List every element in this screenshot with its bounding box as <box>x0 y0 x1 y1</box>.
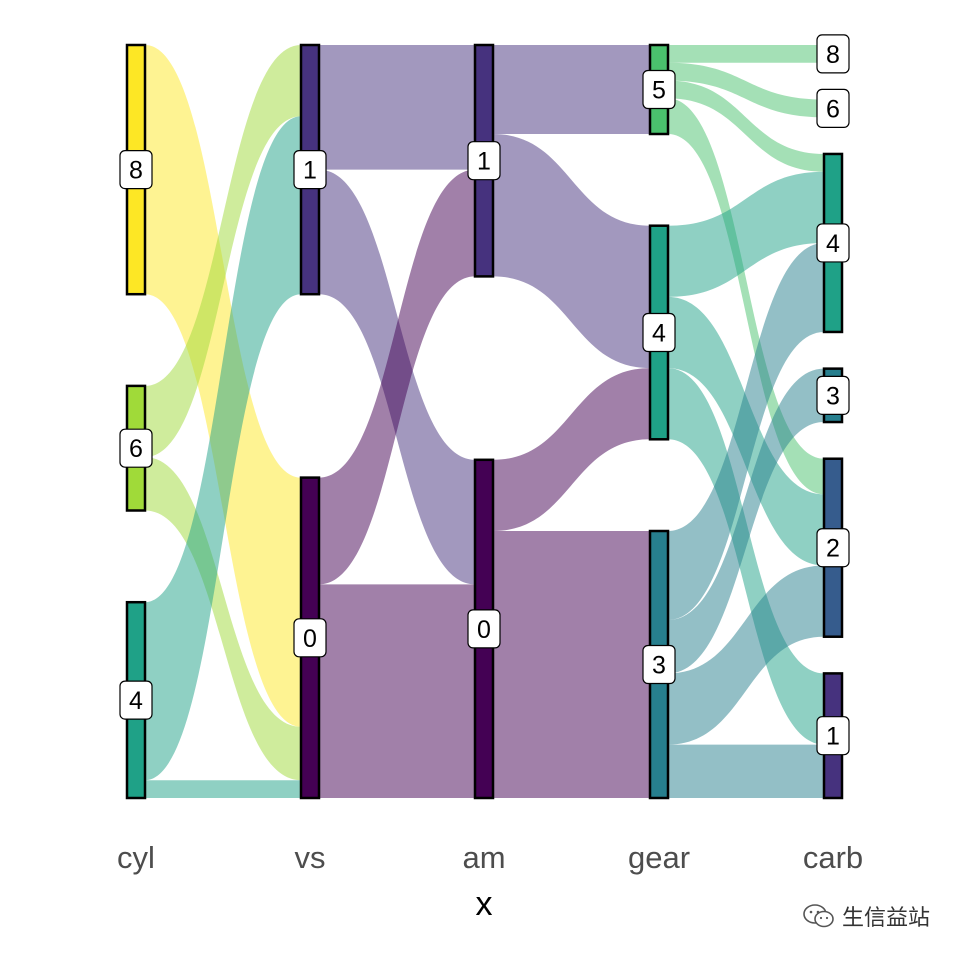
node-label-text: 1 <box>826 723 840 751</box>
flow-gear-4-to-carb-4 <box>668 171 824 297</box>
axis-label-am: am <box>462 840 505 875</box>
flow-gear-3-to-carb-4 <box>668 242 824 620</box>
node-label-vs-1: 1 <box>293 150 327 190</box>
axis-layer: cyl vs am gear carb x <box>117 840 863 923</box>
node-label-box <box>642 644 676 685</box>
node-label-gear-5: 5 <box>642 69 676 110</box>
node-label-box <box>467 609 501 649</box>
node-label-carb-8: 8 <box>816 34 850 74</box>
x-axis-title: x <box>476 885 493 923</box>
node-label-box <box>816 716 850 756</box>
flow-am-0-to-gear-3 <box>493 531 650 798</box>
flow-gear-5-to-carb-4 <box>668 80 824 172</box>
node-label-text: 3 <box>652 652 666 680</box>
node-label-text: 4 <box>129 687 143 715</box>
node-label-box <box>816 528 850 568</box>
node-label-cyl-4: 4 <box>119 680 153 720</box>
node-label-text: 2 <box>826 535 840 563</box>
node-label-text: 0 <box>303 625 317 653</box>
node-label-text: 3 <box>826 382 840 410</box>
node-label-box <box>642 69 676 110</box>
watermark-text: 生信益站 <box>841 905 930 930</box>
flow-vs-0-to-am-1 <box>319 169 475 585</box>
node-label-box <box>816 88 850 128</box>
node-label-am-0: 0 <box>467 609 501 649</box>
node-label-box <box>816 34 850 74</box>
node-label-box <box>642 312 676 353</box>
flow-cyl-6-to-vs-0 <box>145 457 301 781</box>
node-labels-layer: 8 6 4 1 0 1 0 5 4 3 8 6 4 3 2 1 <box>119 34 850 756</box>
node-label-box <box>119 680 153 720</box>
flow-cyl-6-to-vs-1 <box>145 45 301 458</box>
node-label-text: 1 <box>303 157 317 185</box>
flow-cyl-4-to-vs-1 <box>145 116 301 781</box>
node-label-box <box>816 223 850 263</box>
node-label-box <box>119 150 153 190</box>
node-label-carb-1: 1 <box>816 716 850 756</box>
node-label-text: 8 <box>826 41 840 69</box>
flow-am-0-to-gear-4 <box>493 368 650 531</box>
axis-label-cyl: cyl <box>117 840 155 875</box>
flow-am-1-to-gear-5 <box>493 45 650 134</box>
node-label-text: 4 <box>826 230 840 258</box>
flow-vs-1-to-am-1 <box>319 45 475 170</box>
node-label-text: 1 <box>477 148 491 176</box>
node-label-text: 4 <box>652 320 666 348</box>
node-label-gear-3: 3 <box>642 644 676 685</box>
axis-label-gear: gear <box>628 840 690 875</box>
flow-gear-3-to-carb-1 <box>668 744 824 798</box>
node-label-am-1: 1 <box>467 141 501 181</box>
node-label-gear-4: 4 <box>642 312 676 353</box>
node-label-cyl-6: 6 <box>119 428 153 468</box>
flow-vs-0-to-am-0 <box>319 584 475 798</box>
node-label-box <box>119 428 153 468</box>
node-label-vs-0: 0 <box>293 618 327 658</box>
node-label-text: 8 <box>129 157 143 185</box>
node-label-text: 0 <box>477 616 491 644</box>
node-label-text: 5 <box>652 77 666 105</box>
node-label-box <box>816 375 850 415</box>
flow-gear-5-to-carb-8 <box>668 45 824 63</box>
flow-gear-3-to-carb-3 <box>668 368 824 674</box>
axis-label-vs: vs <box>295 840 326 875</box>
node-label-box <box>293 150 327 190</box>
node-label-carb-3: 3 <box>816 375 850 415</box>
wechat-icon <box>803 904 834 928</box>
node-label-carb-2: 2 <box>816 528 850 568</box>
flow-gear-5-to-carb-2 <box>668 98 824 495</box>
flow-gear-3-to-carb-2 <box>668 565 824 745</box>
flow-gear-5-to-carb-6 <box>668 62 824 118</box>
flow-gear-4-to-carb-1 <box>668 368 824 745</box>
node-label-text: 6 <box>129 435 143 463</box>
watermark: 生信益站 <box>802 900 930 932</box>
node-label-box <box>293 618 327 658</box>
node-label-carb-6: 6 <box>816 88 850 128</box>
node-label-text: 6 <box>826 95 840 123</box>
node-label-carb-4: 4 <box>816 223 850 263</box>
axis-label-carb: carb <box>803 840 863 875</box>
flows-layer <box>145 45 824 798</box>
flow-cyl-4-to-vs-0 <box>145 780 301 798</box>
flow-am-1-to-gear-4 <box>493 134 650 369</box>
node-label-cyl-8: 8 <box>119 150 153 190</box>
node-label-box <box>467 141 501 181</box>
